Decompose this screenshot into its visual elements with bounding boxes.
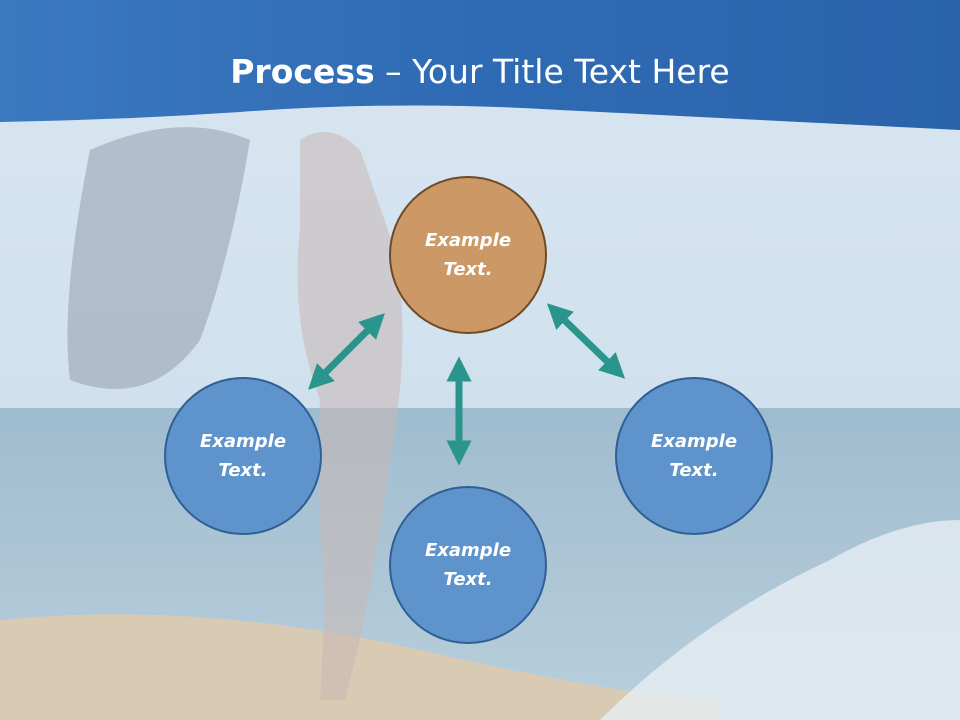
slide-title: Process – Your Title Text Here (0, 52, 960, 91)
node-text-line1: Example (650, 431, 738, 452)
node-text-line1: Example (424, 540, 512, 561)
node-text-line1: Example (199, 431, 287, 452)
title-rest: Your Title Text Here (412, 52, 730, 91)
node-text-line2: Text. (443, 569, 493, 590)
double-arrow-left (308, 313, 385, 390)
node-text-line2: Text. (669, 460, 719, 481)
node-text-line1: Example (424, 230, 512, 251)
node-text-line2: Text. (443, 259, 493, 280)
title-bold: Process (230, 52, 375, 91)
double-arrow-right (546, 303, 626, 379)
title-dash: – (374, 52, 413, 91)
node-text-line2: Text. (218, 460, 268, 481)
